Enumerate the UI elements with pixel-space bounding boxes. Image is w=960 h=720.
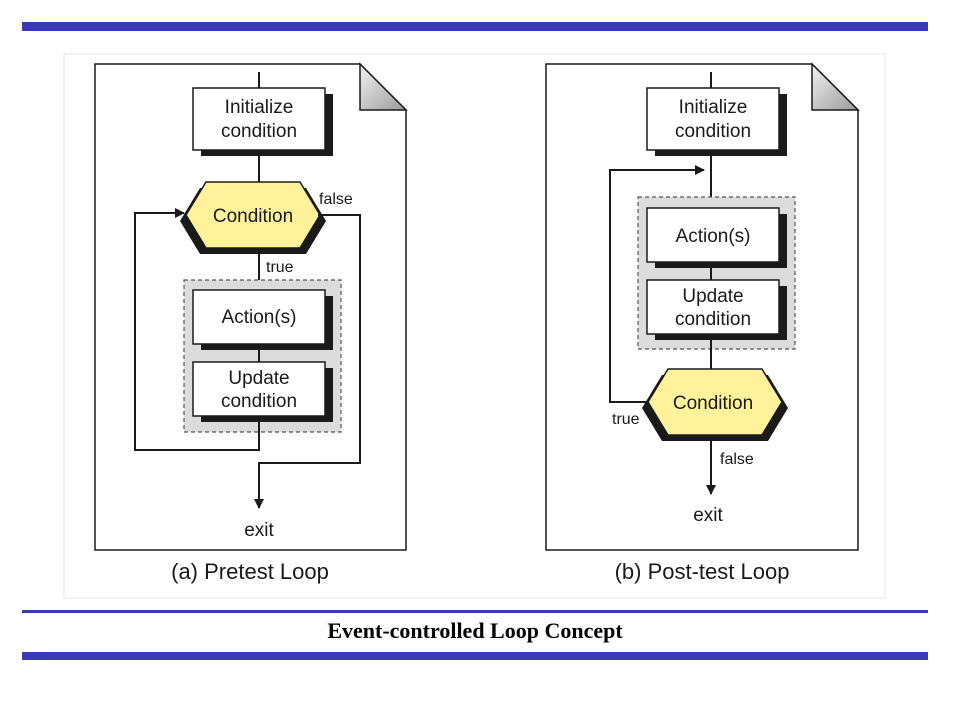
page-fold-corner [811,62,860,111]
initialize-box [192,87,326,151]
bottom-accent-band [22,652,928,660]
panel-caption: (a) Pretest Loop [171,559,329,584]
initialize-box [646,87,780,151]
initialize-label-line1: Initialize [225,97,294,118]
true-label: true [612,411,640,428]
initialize-label-line2: condition [221,121,297,142]
update-label-line2: condition [221,391,297,412]
title-divider-band [22,610,928,613]
condition-node [185,181,321,249]
panel-caption: (b) Post-test Loop [615,559,790,584]
initialize-label-line1: Initialize [679,97,748,118]
action-label: Action(s) [676,226,751,247]
true-label: true [266,259,294,276]
update-box [192,361,326,417]
false-label: false [720,451,754,468]
slide-title: Event-controlled Loop Concept [327,618,623,643]
update-box [646,279,780,335]
exit-label: exit [693,505,723,526]
action-box [646,207,780,263]
false-label: false [319,191,353,208]
condition-label: Condition [213,206,293,227]
action-label: Action(s) [222,307,297,328]
page-fold-corner [359,62,408,111]
update-label-line1: Update [682,286,743,307]
exit-label: exit [244,520,274,541]
update-label-line2: condition [675,309,751,330]
initialize-label-line2: condition [675,121,751,142]
condition-label: Condition [673,393,753,414]
update-label-line1: Update [228,368,289,389]
posttest-loop-panel: Initialize condition Action(s) Update co… [545,62,860,584]
top-accent-band [22,22,928,31]
pretest-loop-panel: Initialize condition Condition false tru… [94,62,408,584]
